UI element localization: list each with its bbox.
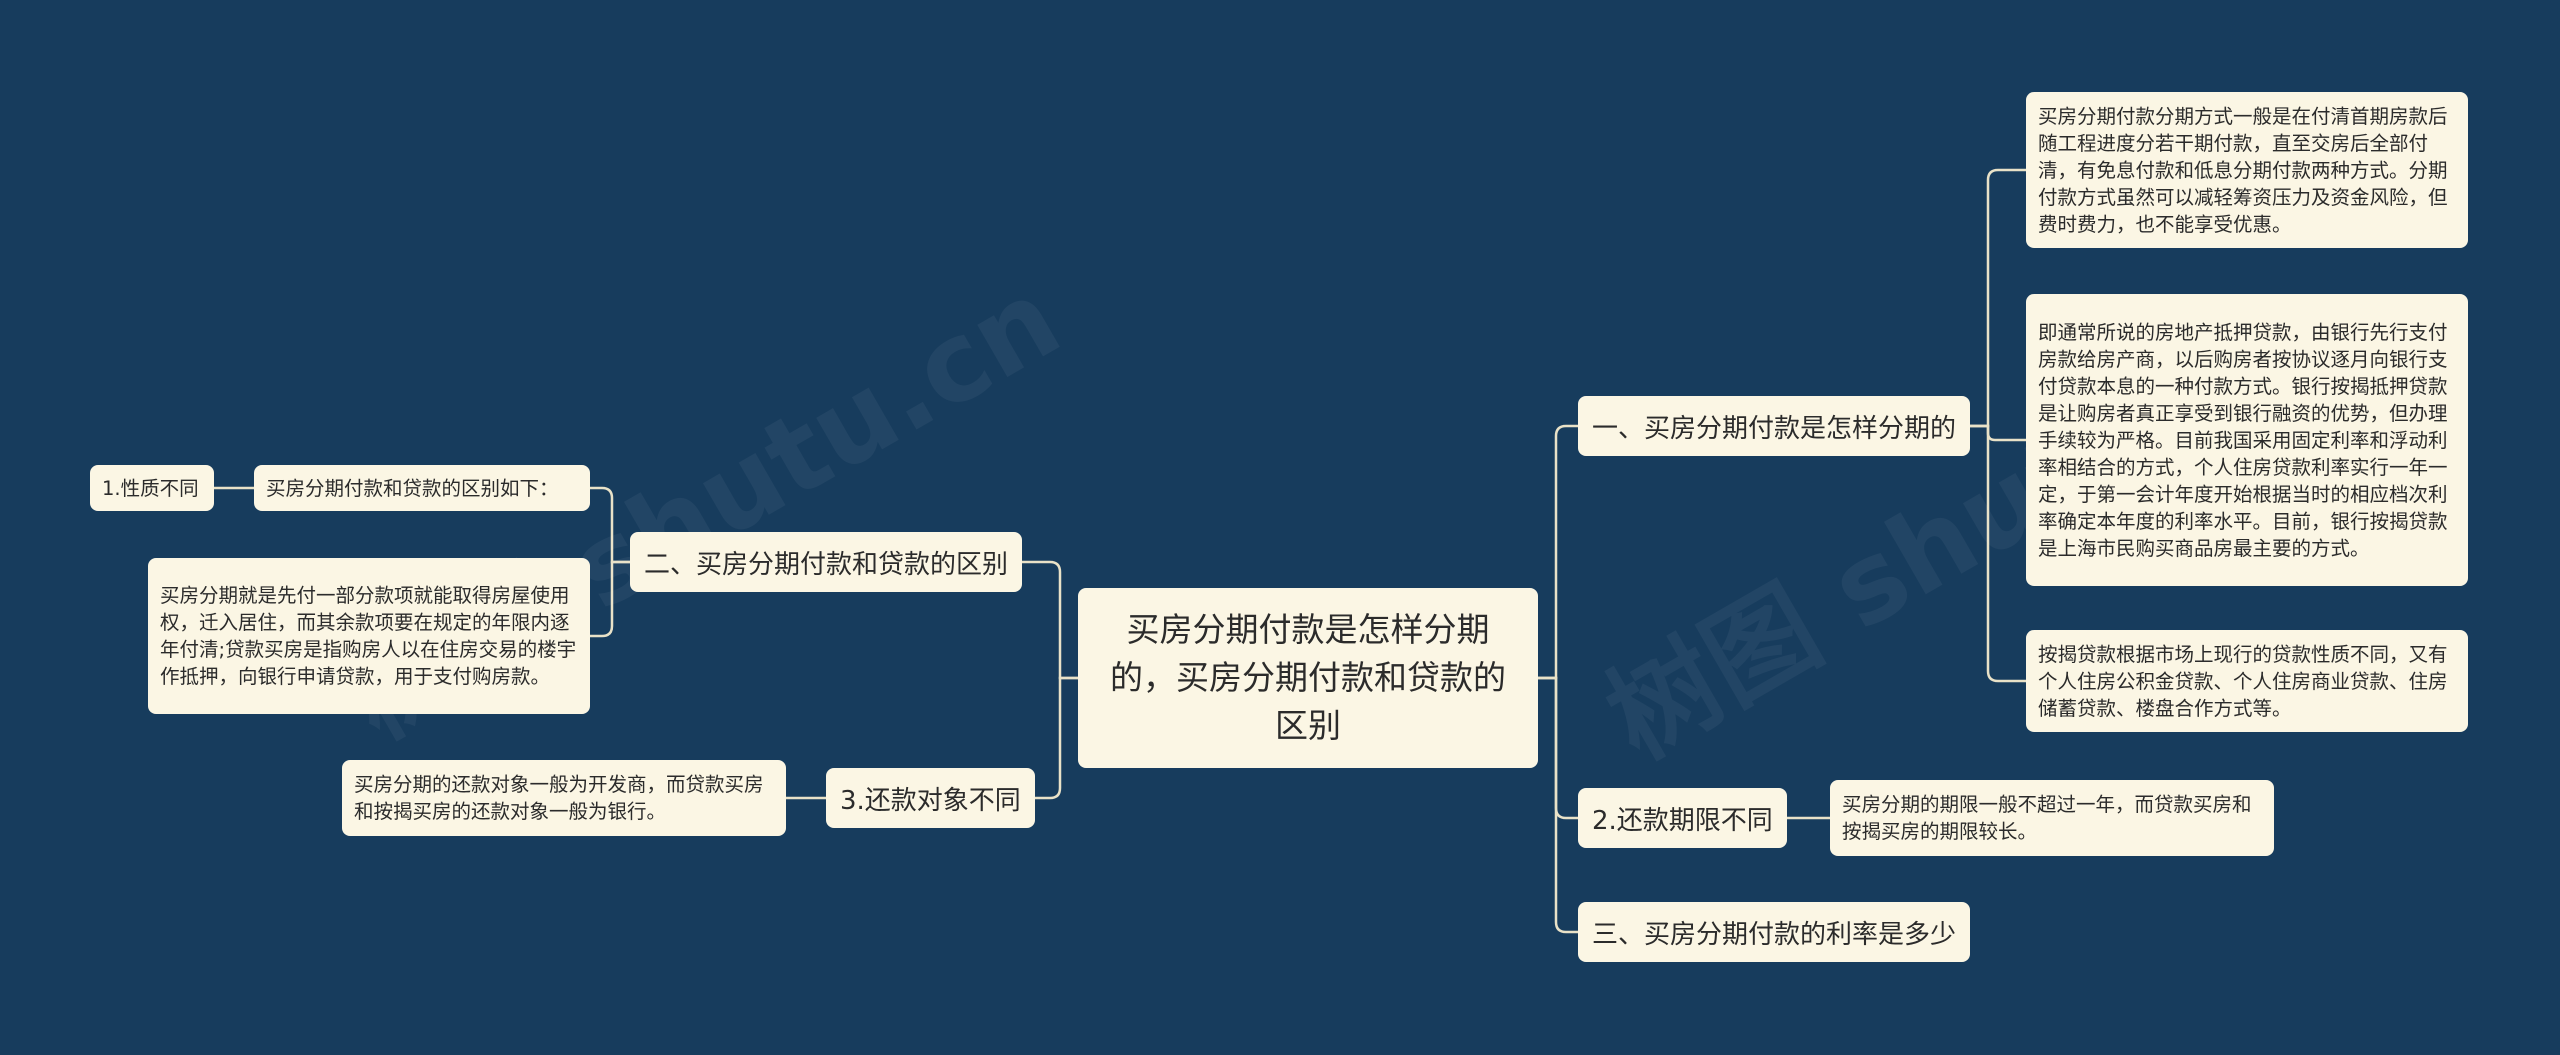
branch-repayment-target[interactable]: 3.还款对象不同: [826, 768, 1035, 828]
leaf-text: 买房分期的期限一般不超过一年，而贷款买房和按揭买房的期限较长。: [1842, 793, 2252, 843]
branch-label: 三、买房分期付款的利率是多少: [1592, 919, 1957, 950]
connector-line: [1035, 676, 1078, 800]
leaf-text: 买房分期付款分期方式一般是在付清首期房款后随工程进度分若干期付款，直至交房后全部…: [2038, 104, 2448, 236]
connector-line: [590, 486, 630, 564]
leaf-text: 1.性质不同: [102, 476, 199, 500]
branch-installment-method[interactable]: 一、买房分期付款是怎样分期的: [1578, 396, 1971, 456]
root-topic[interactable]: 买房分期付款是怎样分期的，买房分期付款和贷款的区别: [1078, 588, 1538, 768]
connector-line: [1538, 676, 1578, 934]
leaf-mortgage-types[interactable]: 按揭贷款根据市场上现行的贷款性质不同，又有个人住房公积金贷款、个人住房商业贷款、…: [2026, 630, 2468, 732]
leaf-term-detail[interactable]: 买房分期的期限一般不超过一年，而贷款买房和按揭买房的期限较长。: [1830, 780, 2274, 856]
leaf-text: 按揭贷款根据市场上现行的贷款性质不同，又有个人住房公积金贷款、个人住房商业贷款、…: [2038, 642, 2448, 720]
connector-line: [1022, 560, 1078, 680]
leaf-nature-different[interactable]: 1.性质不同: [90, 465, 214, 511]
connector-line: [1538, 424, 1578, 680]
branch-label: 二、买房分期付款和贷款的区别: [644, 549, 1009, 580]
leaf-text: 买房分期付款和贷款的区别如下：: [266, 476, 559, 500]
branch-label: 2.还款期限不同: [1592, 805, 1773, 836]
branch-repayment-term[interactable]: 2.还款期限不同: [1578, 788, 1787, 848]
connector-line: [1970, 168, 2026, 428]
connector-line: [1970, 424, 2026, 442]
branch-interest-rate[interactable]: 三、买房分期付款的利率是多少: [1578, 902, 1971, 962]
leaf-text: 买房分期就是先付一部分款项就能取得房屋使用权，迁入居住，而其余款项要在规定的年限…: [160, 584, 577, 688]
leaf-target-detail[interactable]: 买房分期的还款对象一般为开发商，而贷款买房和按揭买房的还款对象一般为银行。: [342, 760, 786, 836]
leaf-difference-intro[interactable]: 买房分期付款和贷款的区别如下：: [254, 465, 590, 511]
branch-label: 一、买房分期付款是怎样分期的: [1592, 413, 1957, 444]
connector-line: [590, 560, 630, 638]
root-topic-label: 买房分期付款是怎样分期的，买房分期付款和贷款的区别: [1110, 610, 1506, 745]
connector-line: [1970, 424, 2026, 683]
leaf-mortgage-detail[interactable]: 即通常所说的房地产抵押贷款，由银行先行支付房款给房产商，以后购房者按协议逐月向银…: [2026, 294, 2468, 586]
connector-line: [1538, 676, 1578, 820]
branch-difference[interactable]: 二、买房分期付款和贷款的区别: [630, 532, 1023, 592]
branch-label: 3.还款对象不同: [840, 785, 1021, 816]
leaf-text: 买房分期的还款对象一般为开发商，而贷款买房和按揭买房的还款对象一般为银行。: [354, 773, 764, 823]
leaf-difference-detail[interactable]: 买房分期就是先付一部分款项就能取得房屋使用权，迁入居住，而其余款项要在规定的年限…: [148, 558, 590, 714]
leaf-installment-detail[interactable]: 买房分期付款分期方式一般是在付清首期房款后随工程进度分若干期付款，直至交房后全部…: [2026, 92, 2468, 248]
leaf-text: 即通常所说的房地产抵押贷款，由银行先行支付房款给房产商，以后购房者按协议逐月向银…: [2038, 320, 2448, 560]
